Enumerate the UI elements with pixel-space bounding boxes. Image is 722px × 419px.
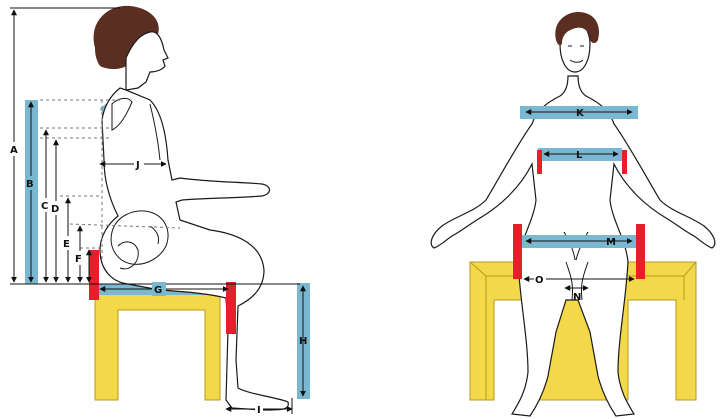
label-g: G (154, 285, 162, 296)
label-b: B (26, 179, 34, 190)
label-h: H (299, 336, 307, 347)
front-view: K L M O N (431, 12, 715, 416)
side-view: A B C D E F G H I J (8, 6, 310, 416)
pad-back (89, 250, 99, 300)
pad-chest-right (622, 150, 627, 174)
label-i: I (257, 405, 261, 416)
label-e: E (63, 239, 70, 250)
label-j: J (135, 160, 140, 171)
label-m: M (606, 237, 616, 248)
pad-knee (226, 282, 236, 334)
pad-chest-left (537, 150, 542, 174)
pad-hip-right (636, 224, 645, 279)
side-bench (95, 284, 235, 400)
label-l: L (576, 150, 583, 161)
label-d: D (51, 204, 59, 215)
label-f: F (75, 254, 82, 265)
label-c: C (41, 201, 48, 212)
label-n: N (573, 292, 581, 303)
side-figure (94, 6, 289, 410)
label-k: K (576, 108, 585, 119)
label-a: A (10, 145, 18, 156)
pad-hip-left (513, 224, 522, 279)
label-o: O (535, 275, 544, 286)
